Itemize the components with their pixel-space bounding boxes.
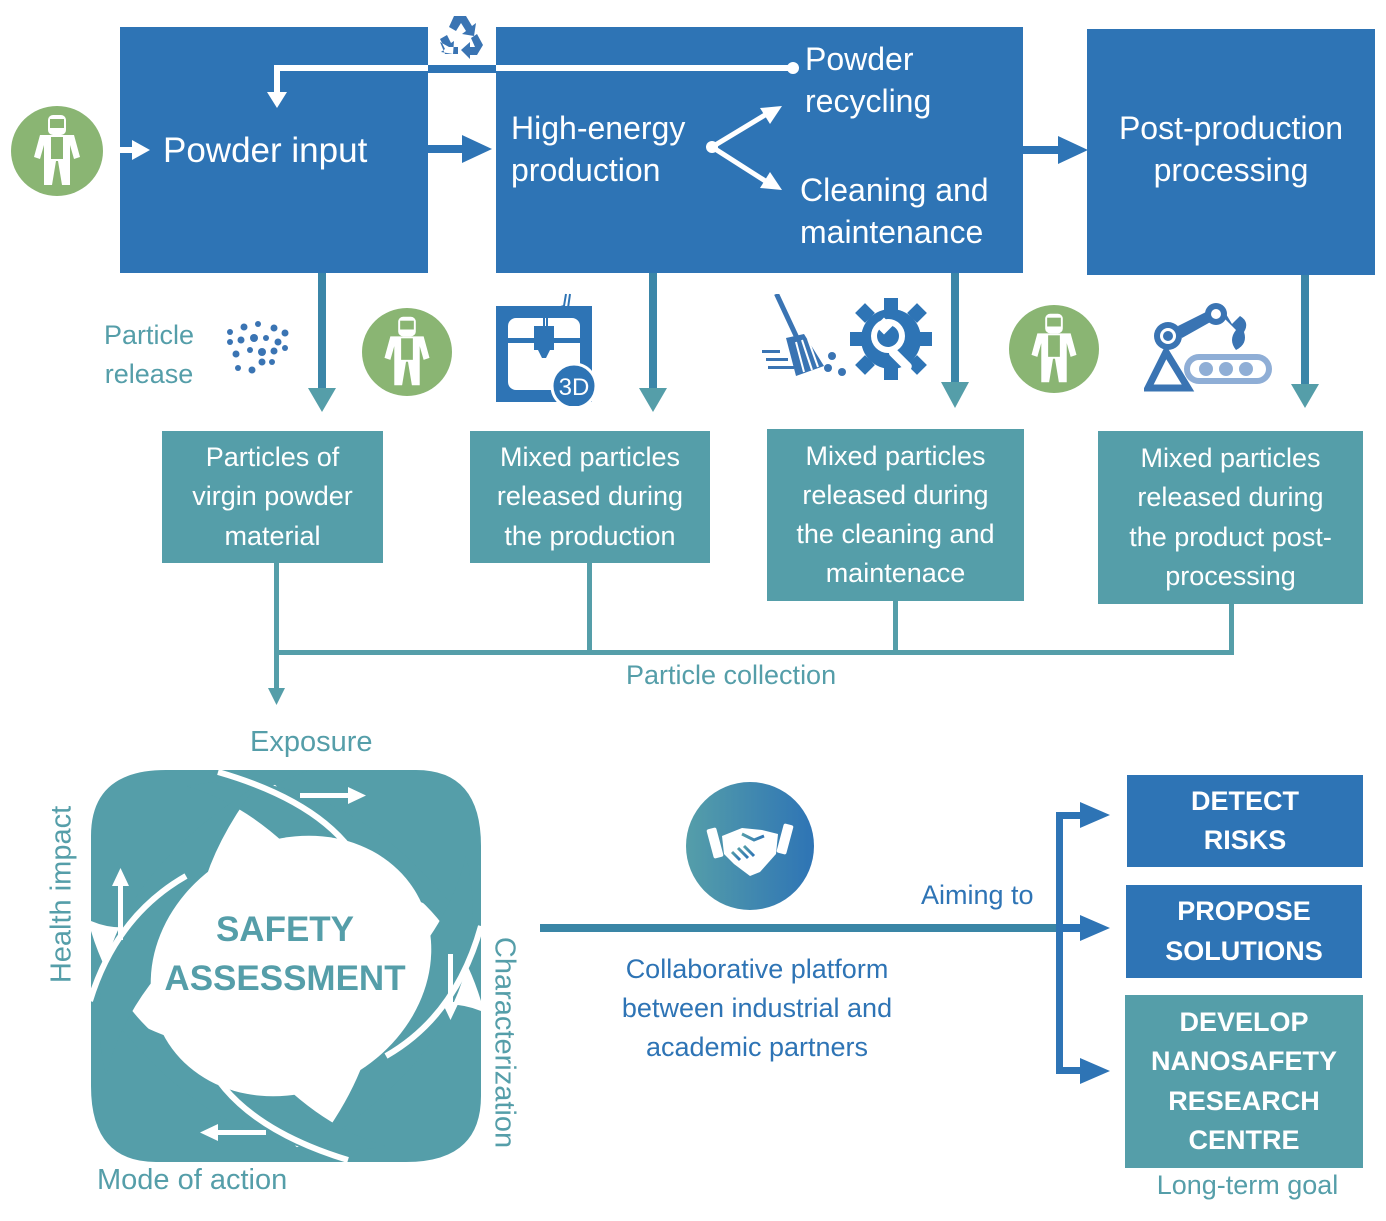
collaborative-platform-text: Collaborative platform between industria… bbox=[621, 954, 893, 1063]
high-energy-production-label: High-energy production bbox=[511, 110, 686, 188]
arrow-production-to-post bbox=[1022, 136, 1088, 164]
branch-arrowhead-up bbox=[760, 106, 782, 124]
goal-detect-risks: DETECT RISKS bbox=[1127, 775, 1363, 867]
branch-arrowhead-down bbox=[760, 172, 782, 190]
branch-arrows bbox=[710, 109, 772, 187]
goal-propose-solutions: PROPOSE SOLUTIONS bbox=[1126, 885, 1362, 978]
3d-badge-text: 3D bbox=[559, 374, 590, 401]
recycle-line-bridge bbox=[428, 65, 496, 73]
process-internal-arrows bbox=[120, 62, 799, 190]
powder-input-label: Powder input bbox=[163, 131, 368, 170]
arrow-release-3 bbox=[941, 272, 969, 408]
3d-printer-icon: 3D bbox=[496, 293, 598, 406]
safety-assessment-title: SAFETY ASSESSMENT bbox=[164, 910, 406, 998]
particle-box-virgin-powder: Particles of virgin powder material bbox=[162, 431, 383, 563]
handshake-icon bbox=[686, 782, 814, 910]
particle-box-production: Mixed particles released during the prod… bbox=[470, 431, 710, 563]
safety-cycle-graphic bbox=[87, 769, 484, 1163]
particles-icon bbox=[227, 321, 289, 374]
particle-release-label: Particle release bbox=[104, 320, 195, 390]
branch-node bbox=[706, 141, 718, 153]
cycle-label-health-impact: Health impact bbox=[45, 805, 78, 984]
particle-collection-lines bbox=[268, 562, 1234, 705]
recycle-icon bbox=[440, 16, 483, 59]
particle-box-cleaning: Mixed particles released during the clea… bbox=[767, 429, 1024, 601]
post-production-box bbox=[1087, 29, 1375, 275]
arrow-release-2 bbox=[639, 272, 667, 412]
goal-develop-research-centre: DEVELOP NANOSAFETY RESEARCH CENTRE bbox=[1125, 995, 1363, 1168]
particle-collection-label: Particle collection bbox=[626, 660, 837, 690]
gear-wrench-icon bbox=[850, 298, 932, 380]
robot-arm-conveyor-icon bbox=[1144, 303, 1272, 392]
arrow-release-4 bbox=[1291, 274, 1319, 408]
arrow-input-to-production bbox=[428, 135, 492, 163]
protective-suit-icon bbox=[1009, 304, 1099, 394]
cycle-segment-mode-of-action bbox=[91, 931, 316, 1162]
protective-suit-icon bbox=[362, 307, 452, 397]
cycle-segment-exposure bbox=[256, 770, 481, 1001]
particle-box-post-processing: Mixed particles released during the prod… bbox=[1098, 431, 1363, 604]
arrow-release-1 bbox=[308, 272, 336, 412]
cycle-label-mode-of-action: Mode of action bbox=[97, 1164, 288, 1196]
ppe-entry-arrow bbox=[120, 140, 150, 160]
cycle-label-characterization: Characterization bbox=[488, 936, 521, 1149]
cleaning-maintenance-label: Cleaning and maintenance bbox=[800, 172, 989, 250]
powder-recycling-label: Powder recycling bbox=[805, 41, 932, 119]
long-term-goal-label: Long-term goal bbox=[1156, 1170, 1339, 1200]
protective-suit-icon bbox=[11, 106, 103, 196]
aiming-to-label: Aiming to bbox=[921, 880, 1034, 910]
broom-icon bbox=[762, 294, 846, 376]
cycle-label-exposure: Exposure bbox=[250, 726, 373, 758]
recycle-feedback-arrow bbox=[267, 62, 799, 108]
post-production-label: Post-production processing bbox=[1118, 110, 1344, 188]
aiming-arrows bbox=[540, 802, 1110, 1084]
